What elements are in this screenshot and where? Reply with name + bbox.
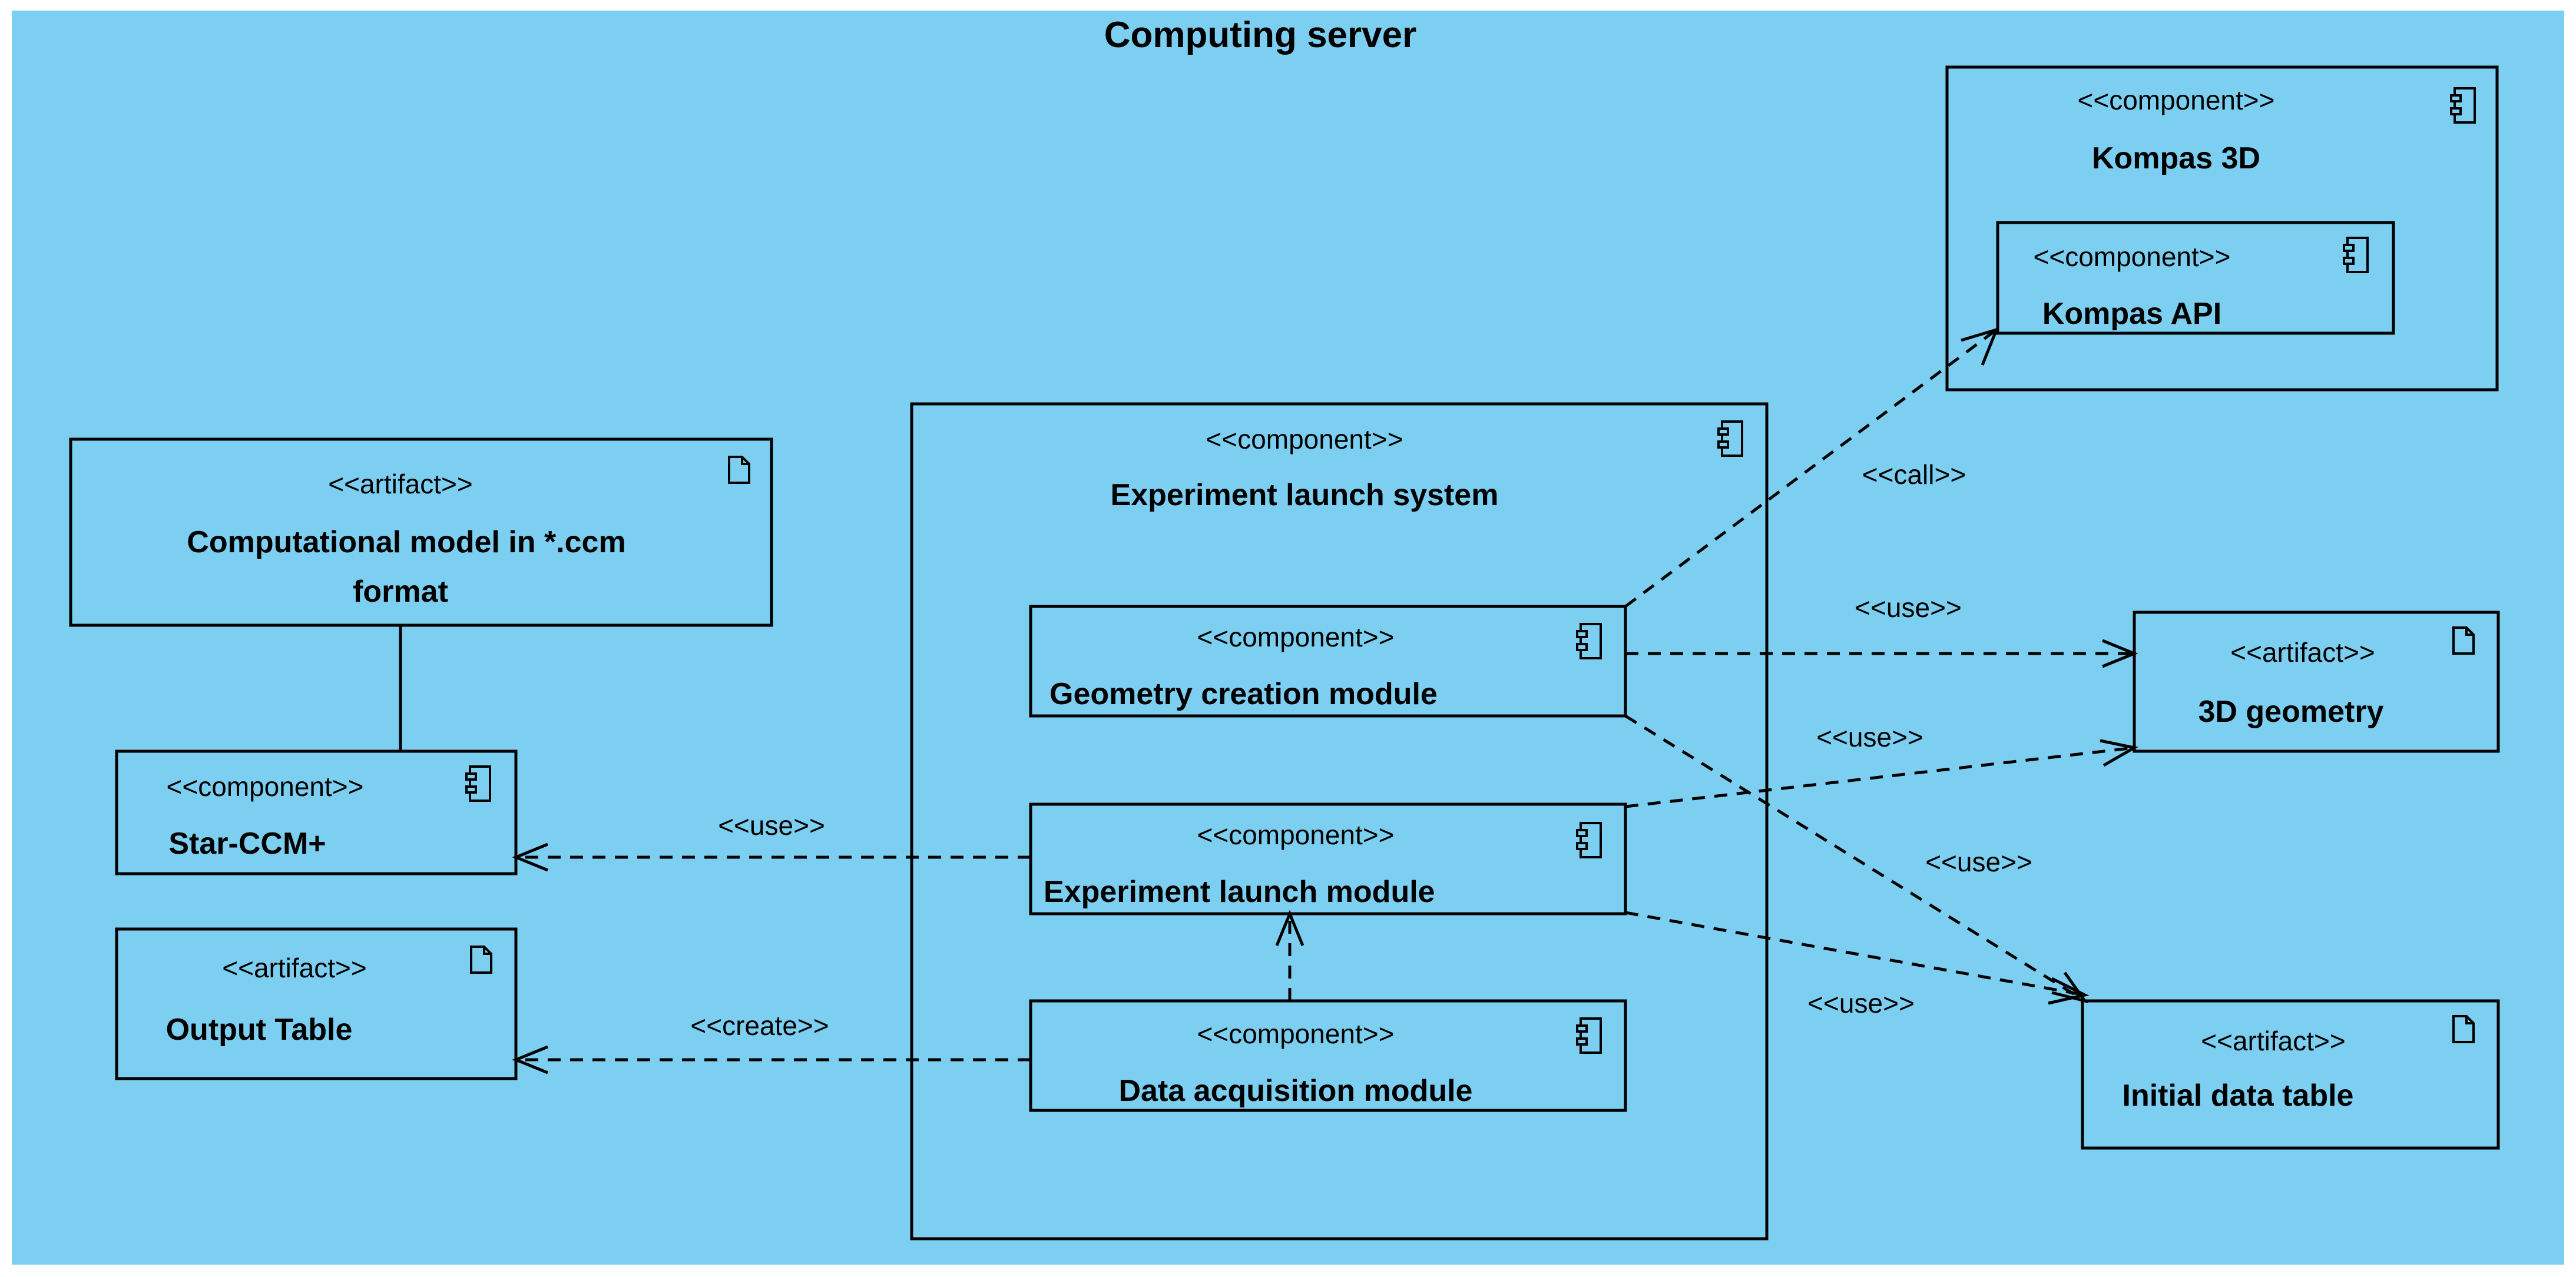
use-launch-to-3d-dependency <box>1625 739 2138 808</box>
experiment-launch-system-name: Experiment launch system <box>1111 478 1499 512</box>
star-ccm-stereotype: <<component>> <box>166 771 363 802</box>
acquisition-to-launch-dependency <box>1275 910 1304 1001</box>
use-launch-to-star-dependency <box>512 843 1031 872</box>
kompas-api-name: Kompas API <box>2042 297 2221 331</box>
initial-data-table-name: Initial data table <box>2123 1079 2354 1113</box>
use-launch-to-3d-label: <<use>> <box>1816 722 1923 752</box>
kompas-api-stereotype: <<component>> <box>2033 241 2230 272</box>
output-table-stereotype: <<artifact>> <box>222 953 367 983</box>
computational-model-artifact[interactable]: <<artifact>> Computational model in *.cc… <box>69 437 773 627</box>
data-acquisition-module-name: Data acquisition module <box>1119 1074 1473 1108</box>
experiment-launch-module-stereotype: <<component>> <box>1197 820 1394 850</box>
experiment-launch-module[interactable]: <<component>> Experiment launch module <box>1029 802 1627 916</box>
data-acquisition-module-stereotype: <<component>> <box>1197 1019 1394 1049</box>
computational-model-name-line2: format <box>353 575 448 609</box>
call-dependency <box>1624 327 1999 608</box>
geometry-creation-module[interactable]: <<component>> Geometry creation module <box>1029 605 1627 718</box>
kompas-3d-stereotype: <<component>> <box>2077 85 2274 115</box>
use-launch-to-star-label: <<use>> <box>718 810 825 841</box>
kompas-3d-name: Kompas 3D <box>2092 141 2260 175</box>
use-geometry-to-initial-dependency <box>1624 714 2088 1004</box>
data-acquisition-module[interactable]: <<component>> Data acquisition module <box>1029 999 1627 1112</box>
use-launch-to-initial-dependency <box>1625 911 2090 1005</box>
3d-geometry-artifact[interactable]: <<artifact>> 3D geometry <box>2133 611 2500 753</box>
initial-data-table-stereotype: <<artifact>> <box>2201 1026 2346 1056</box>
output-table-name: Output Table <box>166 1013 353 1047</box>
computational-model-name-line1: Computational model in *.ccm <box>187 525 625 559</box>
3d-geometry-stereotype: <<artifact>> <box>2230 637 2375 668</box>
use-geometry-to-initial-label: <<use>> <box>1925 847 2032 877</box>
computational-model-stereotype: <<artifact>> <box>328 469 473 499</box>
create-output-dependency <box>512 1045 1031 1074</box>
use-launch-to-initial-label: <<use>> <box>1807 988 1915 1019</box>
create-output-label: <<create>> <box>690 1010 829 1041</box>
geometry-creation-module-name: Geometry creation module <box>1049 677 1438 711</box>
use-geometry-to-3d-dependency <box>1625 639 2138 668</box>
experiment-launch-system-stereotype: <<component>> <box>1206 424 1403 455</box>
use-geometry-to-3d-label: <<use>> <box>1855 592 1962 623</box>
star-ccm-component[interactable]: <<component>> Star-CCM+ <box>115 749 518 875</box>
computing-server-node <box>12 11 2564 1265</box>
geometry-creation-module-stereotype: <<component>> <box>1197 622 1394 652</box>
star-ccm-name: Star-CCM+ <box>168 827 326 861</box>
call-label: <<call>> <box>1862 459 1966 490</box>
experiment-launch-module-name: Experiment launch module <box>1044 875 1435 909</box>
initial-data-table-artifact[interactable]: <<artifact>> Initial data table <box>2081 999 2500 1150</box>
3d-geometry-name: 3D geometry <box>2198 695 2384 729</box>
diagram-title: Computing server <box>1104 15 1417 55</box>
kompas-api-component[interactable]: <<component>> Kompas API <box>1996 221 2395 335</box>
kompas-3d-component[interactable]: <<component>> Kompas 3D <box>1945 65 2499 392</box>
output-table-artifact[interactable]: <<artifact>> Output Table <box>115 927 518 1080</box>
experiment-launch-system-component[interactable]: <<component>> Experiment launch system <box>910 402 1769 1240</box>
